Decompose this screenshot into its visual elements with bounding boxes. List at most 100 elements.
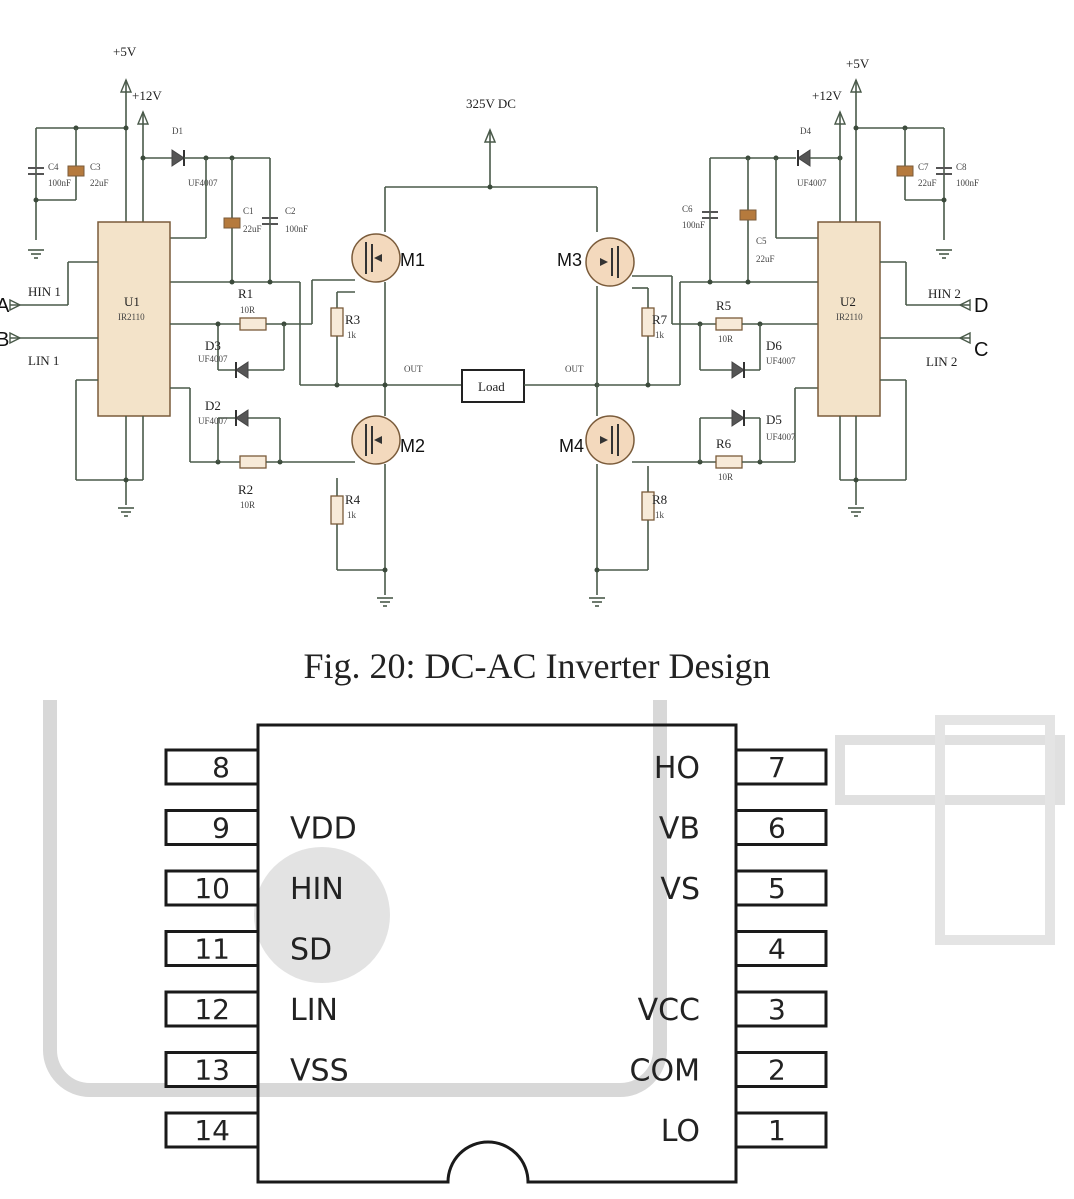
d6-label: D6 [766,338,782,353]
load-label: Load [478,379,505,394]
dc-bus: 325V DC [384,96,598,232]
r8-label: R8 [652,492,667,507]
inputs-left: A B HIN 1 LIN 1 [0,261,98,368]
pin-label: VDD [290,812,357,847]
r7-value: 1k [655,330,665,340]
u2-part: IR2110 [836,312,863,322]
u2-label: U2 [840,294,856,309]
c2-label: C2 [285,206,296,216]
r4-value: 1k [347,510,357,520]
chip-u1: U1 IR2110 [75,221,171,517]
r8-value: 1k [655,510,665,520]
left-pin: 11 SD [164,930,332,968]
hin1-label: HIN 1 [28,284,61,299]
d6-value: UF4007 [766,356,796,366]
d3-value: UF4007 [198,354,228,364]
supply-12v-right-label: +12V [812,88,842,103]
d5-value: UF4007 [766,432,796,442]
left-pin: 12 LIN [164,990,338,1028]
half-bridge-left: M1 M2 R3 1k R4 1k OUT [300,233,462,607]
pin-box [734,748,828,786]
dc-bus-label: 325V DC [466,96,516,111]
input-d-label: D [974,295,988,317]
left-pin: 9 VDD [164,809,357,847]
r7-label: R7 [652,312,668,327]
m3-label: M3 [557,250,582,270]
inputs-right: D C HIN 2 LIN 2 [880,261,988,369]
pin-box [164,869,260,907]
r2-value: 10R [240,500,255,510]
supply-5v-right-label: +5V [846,56,870,71]
r2-label: R2 [238,482,253,497]
d5-label: D5 [766,412,782,427]
input-c-label: C [974,339,988,361]
gate-drive-low-right: R6 10R D5 UF4007 [632,387,818,482]
pin-box [164,1111,260,1149]
r1-value: 10R [240,305,255,315]
c4-label: C4 [48,162,59,172]
r6-value: 10R [718,472,733,482]
pin-label: VS [660,872,700,907]
d1-label: D1 [172,126,183,136]
pin-number: 2 [768,1054,786,1087]
right-pin: 1LO [661,1111,828,1149]
pin-box [734,930,828,967]
pin-label: LIN [290,993,338,1028]
input-b-label: B [0,329,9,351]
pin-number: 12 [194,993,230,1026]
inverter-schematic: 325V DC +5V +12V C4 100nF C3 22uF [0,44,988,607]
figure-caption: Fig. 20: DC-AC Inverter Design [303,646,771,686]
hin2-label: HIN 2 [928,286,961,301]
pin-box [164,930,260,967]
pin-label: SD [290,933,332,968]
c3-label: C3 [90,162,101,172]
r4-label: R4 [345,492,361,507]
bootstrap-left: D1 UF4007 C1 22uF C2 100nF [140,126,308,285]
d4-label: D4 [800,126,811,136]
pin-box [164,748,260,786]
r5-value: 10R [718,334,733,344]
pin-box [734,990,828,1028]
pin-label: VCC [638,993,700,1028]
left-pin: 14 [164,1111,260,1149]
pin-box [164,1051,260,1088]
out-left-label: OUT [404,364,423,374]
pin-label: HO [654,751,700,786]
pin-box [734,869,828,907]
right-pin: 7 HO [654,748,828,786]
r6-label: R6 [716,436,732,451]
pin-number: 5 [768,872,786,905]
pin-number: 7 [768,751,786,784]
pin-number: 8 [212,751,230,784]
c1-value: 22uF [243,224,262,234]
pin-number: 6 [768,812,786,845]
pin-number: 10 [194,872,230,905]
input-a-label: A [0,295,10,317]
pin-number: 11 [194,933,230,966]
c4-value: 100nF [48,178,71,188]
pin-number: 13 [194,1054,230,1087]
c6-label: C6 [682,204,693,214]
right-pin: 4 [734,930,828,967]
pin-box [164,809,260,846]
c2-value: 100nF [285,224,308,234]
right-supply: +5V +12V C7 22uF C8 100nF [812,56,979,259]
pin-box [734,809,828,846]
load: Load OUT [461,364,600,403]
pin-number: 4 [768,933,786,966]
c8-value: 100nF [956,178,979,188]
lin2-label: LIN 2 [926,354,957,369]
pin-number: 9 [212,812,230,845]
c1-label: C1 [243,206,254,216]
pin-number: 1 [768,1114,786,1147]
pin-box [734,1051,828,1088]
pin-label: VSS [290,1054,349,1089]
lin1-label: LIN 1 [28,353,59,368]
r1-label: R1 [238,286,253,301]
supply-5v-left-label: +5V [113,44,137,59]
d1-value: UF4007 [188,178,218,188]
